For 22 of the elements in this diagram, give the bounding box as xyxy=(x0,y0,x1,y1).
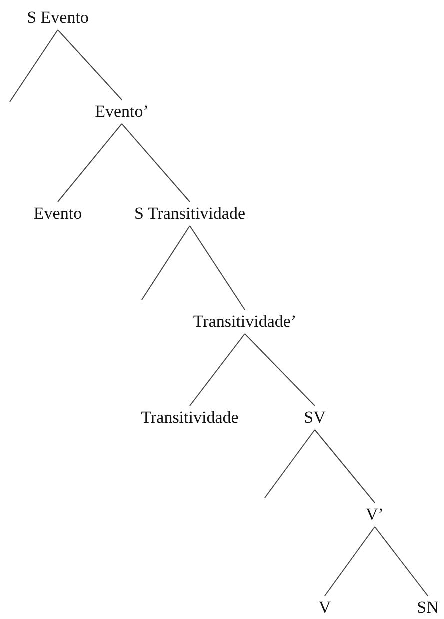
tree-branch-line xyxy=(58,124,122,202)
tree-branch-line xyxy=(244,334,316,406)
tree-node-label: Transitividade’ xyxy=(193,312,297,332)
tree-node-label: S Transitividade xyxy=(134,204,246,224)
tree-node-label: SN xyxy=(417,598,439,618)
tree-branch-line xyxy=(374,526,428,596)
tree-node-label: SV xyxy=(304,408,326,428)
tree-branch-line xyxy=(190,334,246,406)
tree-branch-line xyxy=(58,30,122,100)
tree-branch-line xyxy=(314,430,376,504)
tree-branch-line xyxy=(264,430,316,498)
tree-node-label: Evento’ xyxy=(95,102,149,122)
tree-branch-line xyxy=(10,30,58,102)
tree-branch-line xyxy=(324,526,376,596)
tree-node-label: Transitividade xyxy=(141,408,239,428)
tree-branch-line xyxy=(122,124,190,202)
tree-node-label: V xyxy=(318,598,332,618)
tree-node-label: S Evento xyxy=(27,8,89,28)
tree-branch-line xyxy=(190,226,246,310)
tree-node-label: V’ xyxy=(366,505,384,525)
tree-branch-line xyxy=(142,226,190,300)
tree-node-label: Evento xyxy=(34,204,82,224)
